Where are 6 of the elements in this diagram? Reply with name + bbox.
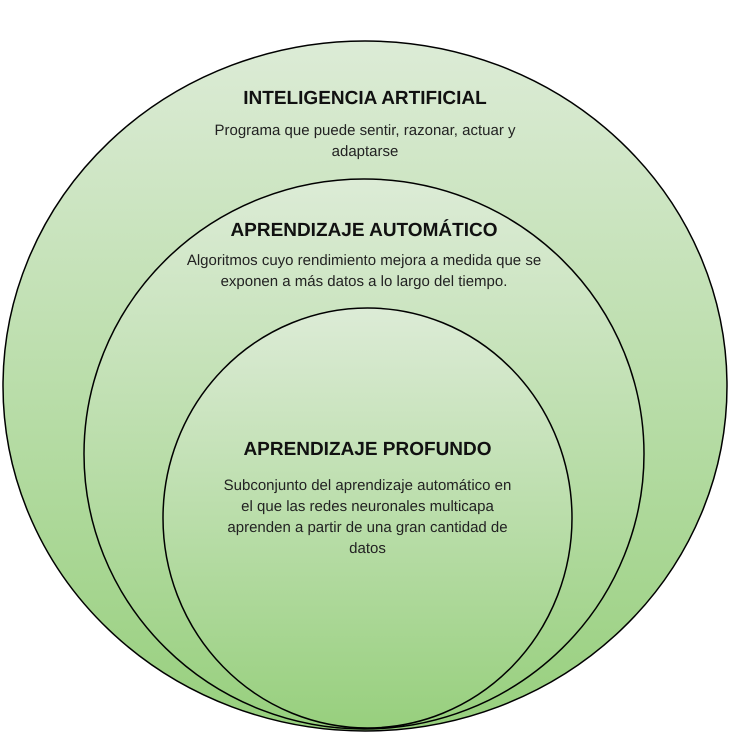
circle-description: Algoritmos cuyo rendimiento mejora a medida que se exponen a más datos a lo largo del tiempo. bbox=[186, 251, 542, 292]
circle-title: APRENDIZAJE AUTOMÁTICO bbox=[229, 220, 499, 242]
circle-title: INTELIGENCIA ARTIFICIAL bbox=[242, 88, 488, 110]
circle-description: Subconjunto del aprendizaje automático en el que las redes neuronales multicapa aprenden a partir de una gran cantidad de datos bbox=[222, 476, 512, 559]
circle-title: APRENDIZAJE PROFUNDO bbox=[242, 439, 493, 461]
circle-description: Programa que puede sentir, razonar, actuar y adaptarse bbox=[213, 121, 516, 162]
